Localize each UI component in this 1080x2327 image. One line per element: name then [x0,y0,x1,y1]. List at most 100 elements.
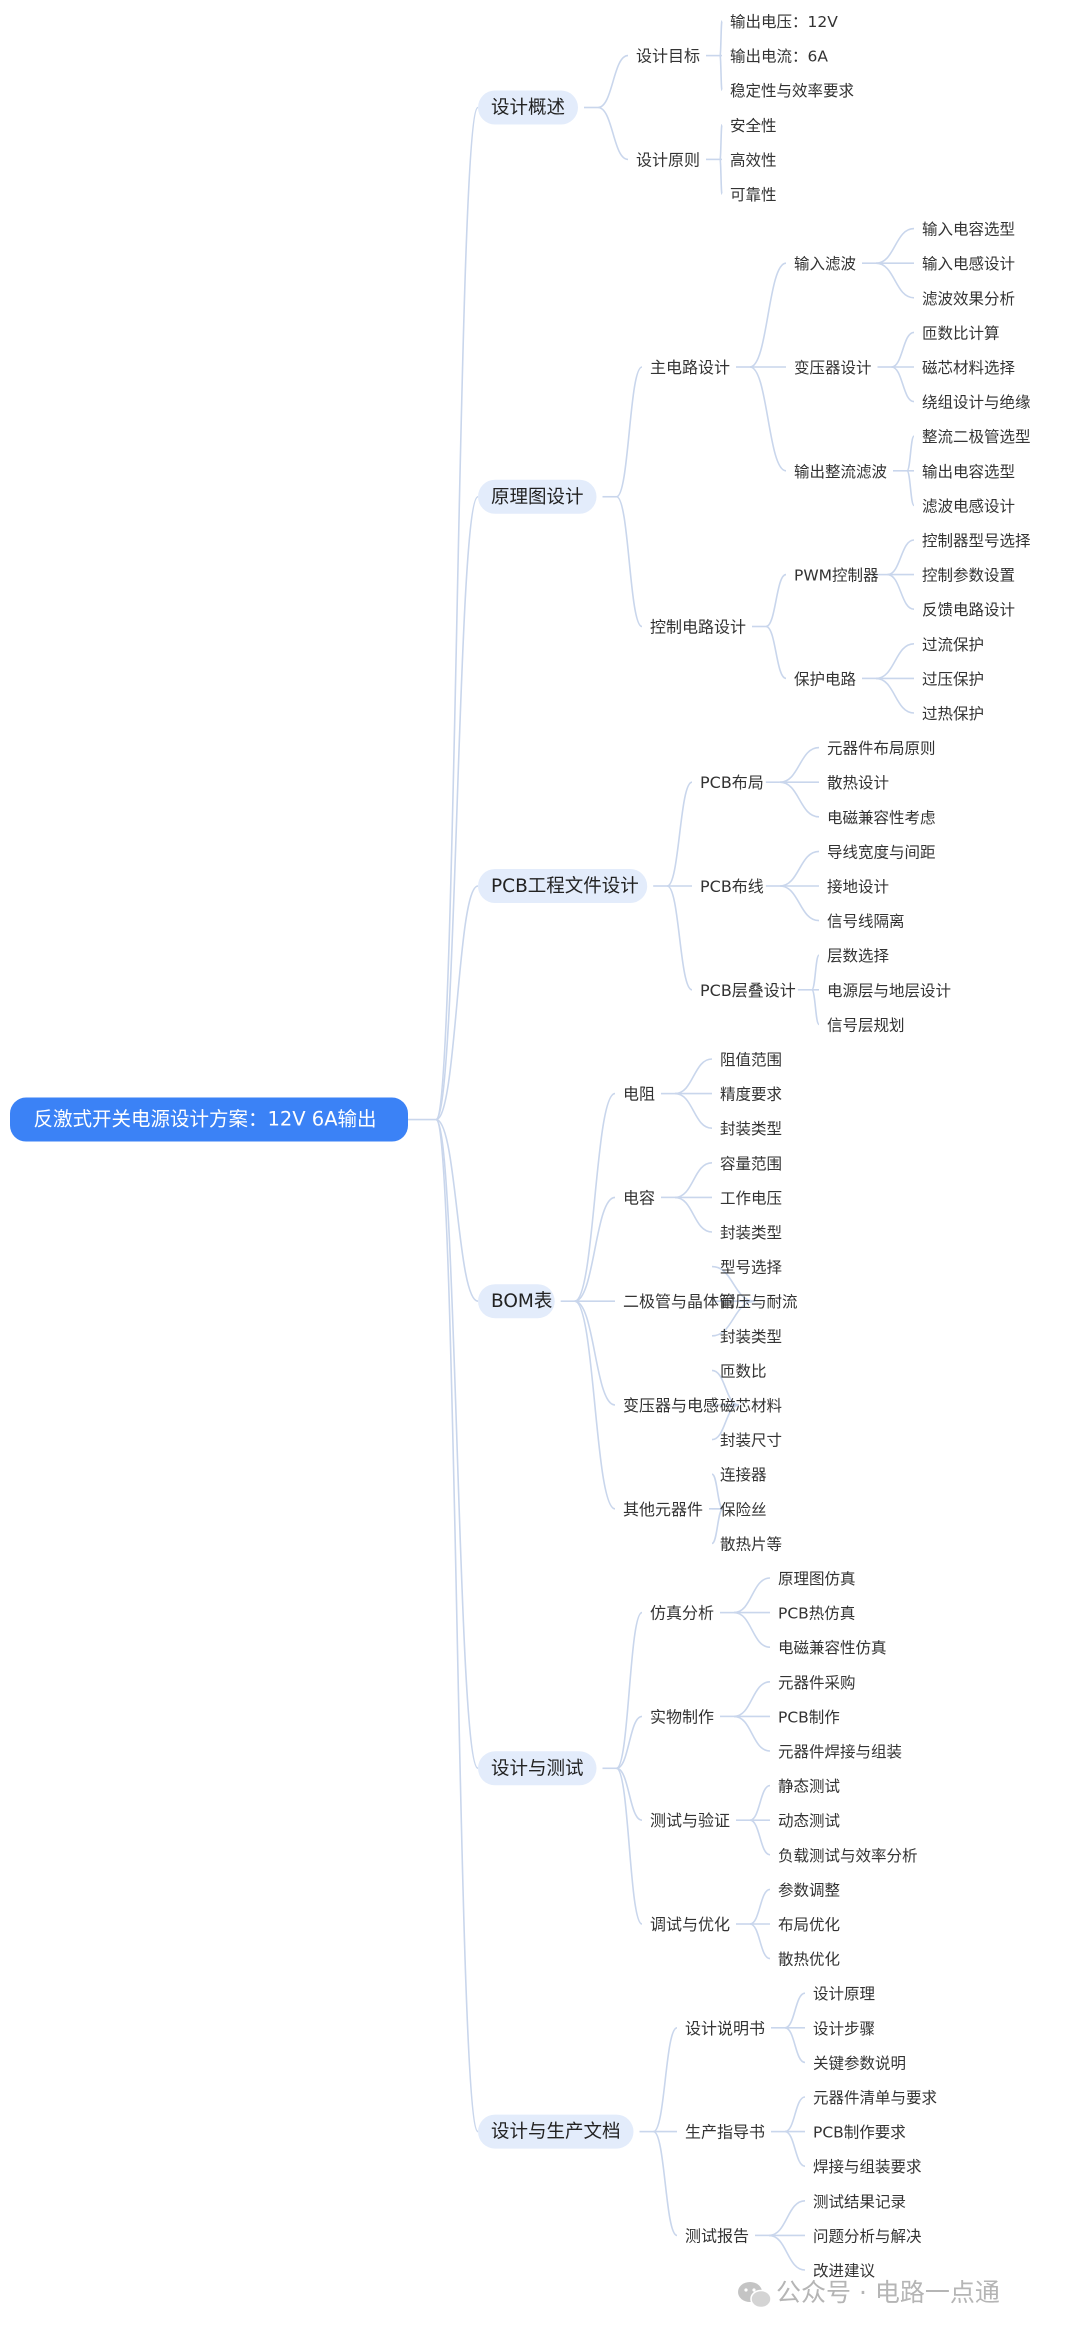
connector-line [768,2200,806,2237]
connector-line [574,1092,616,1302]
connector-line [733,1681,771,1718]
branch-node[interactable] [478,2114,634,2149]
leaf-node-label: 输出电压：12V [730,13,838,31]
connector-line [435,1118,479,2133]
topic-node-label: 设计原则 [636,150,700,169]
leaf-node-label: 可靠性 [730,186,777,204]
connector-line [779,746,820,783]
topic-node-label: 仿真分析 [650,1604,714,1623]
connector-line [674,1196,713,1233]
connector-line [749,1888,771,1925]
topic-node-label: 控制电路设计 [650,618,746,637]
watermark: 公众号 · 电路一点通 [738,2278,1000,2309]
leaf-node-label: 散热设计 [827,774,889,792]
connector-line [711,1300,756,1337]
connector-line [719,158,723,195]
leaf-node-label: 元器件采购 [778,1674,856,1692]
connector-line [891,366,915,403]
branch-node[interactable] [478,869,648,903]
leaf-node-label: 信号线隔离 [827,913,905,931]
connector-line [666,781,693,887]
connector-line [768,2234,806,2271]
topic-node-label: PCB布局 [700,773,764,792]
topic-node-label: 变压器设计 [794,359,872,377]
branch-node-label: BOM表 [491,1291,552,1312]
connector-line [597,106,629,161]
leaf-node-label: PCB制作要求 [813,2124,906,2142]
leaf-node-label: 封装尺寸 [720,1432,782,1450]
connector-line [811,954,820,991]
leaf-node-label: 容量范围 [720,1155,782,1173]
topic-node-label: 设计目标 [636,47,700,66]
connector-line [784,2027,806,2064]
connector-line [652,2130,678,2237]
connector-lines [408,20,915,2271]
wechat-icon [738,2282,772,2309]
connector-line [574,1196,616,1302]
leaf-node-label: 输出电容选型 [922,463,1015,481]
leaf-node-label: 封装类型 [720,1120,782,1138]
leaf-node-label: 原理图仿真 [778,1570,856,1588]
leaf-node-label: 滤波效果分析 [922,290,1015,308]
connector-line [784,2130,806,2167]
topic-node-label: 其他元器件 [623,1500,703,1519]
connector-line [887,539,915,576]
branch-node[interactable] [478,90,578,125]
leaf-node-label: 整流二极管选型 [922,428,1031,446]
connector-line [615,1767,643,1925]
connector-line [875,677,915,714]
topic-node-label: PCB布线 [700,877,764,896]
connector-line [674,1092,713,1129]
leaf-node-label: 阻值范围 [720,1051,782,1069]
branch-node[interactable] [478,479,597,514]
connector-line [779,885,820,922]
leaf-node-label: 封装类型 [720,1224,782,1242]
connector-line [733,1611,771,1648]
topic-node-label: 电阻 [623,1085,655,1104]
connector-line [616,1715,643,1770]
connector-line [711,1404,740,1441]
leaf-node-label: 测试结果记录 [813,2193,906,2211]
branch-node[interactable] [478,1751,597,1786]
leaf-node-label: 电磁兼容性仿真 [778,1639,887,1657]
connector-line [887,573,915,610]
topic-node-label: 调试与优化 [650,1915,730,1934]
connector-line [652,2027,678,2133]
leaf-node-label: 关键参数说明 [813,2054,906,2072]
connector-line [749,1819,771,1856]
branch-node-label: 设计与测试 [491,1758,584,1779]
branch-node[interactable] [478,1284,555,1319]
connector-line [435,885,479,1121]
topic-node-label: 输入滤波 [794,255,856,273]
leaf-node-label: 元器件清单与要求 [813,2089,937,2107]
leaf-node-label: 接地设计 [827,878,889,896]
leaf-node-label: 高效性 [730,151,777,169]
connector-line [597,54,629,109]
connector-line [749,1923,771,1960]
leaf-node-label: 设计原理 [813,1985,875,2003]
connector-line [615,495,643,628]
leaf-node-label: 精度要求 [720,1086,782,1104]
connector-line [765,625,787,680]
connector-line [711,1473,724,1510]
connector-line [779,781,820,818]
leaf-node-label: 稳定性与效率要求 [730,82,854,100]
root-node[interactable] [10,1097,408,1142]
leaf-node-label: 焊接与组装要求 [813,2158,922,2176]
branch-node-label: PCB工程文件设计 [491,876,639,897]
branch-node-label: 设计概述 [491,98,565,119]
branch-node-label: 原理图设计 [491,487,584,508]
leaf-node-label: 动态测试 [778,1812,840,1830]
leaf-node-label: 型号选择 [720,1259,783,1277]
topic-node-label: 保护电路 [794,670,857,688]
leaf-node-label: 绕组设计与绝缘 [922,394,1031,412]
branch-node-label: 设计与生产文档 [491,2122,621,2143]
connector-line [674,1058,713,1095]
topic-node-label: 变压器与电感 [623,1396,719,1415]
leaf-node-label: 层数选择 [827,947,890,965]
topic-node-label: PWM控制器 [794,567,879,585]
topic-node-label: 电容 [623,1188,655,1207]
connector-line [733,1715,771,1752]
connector-line [435,1118,479,1770]
